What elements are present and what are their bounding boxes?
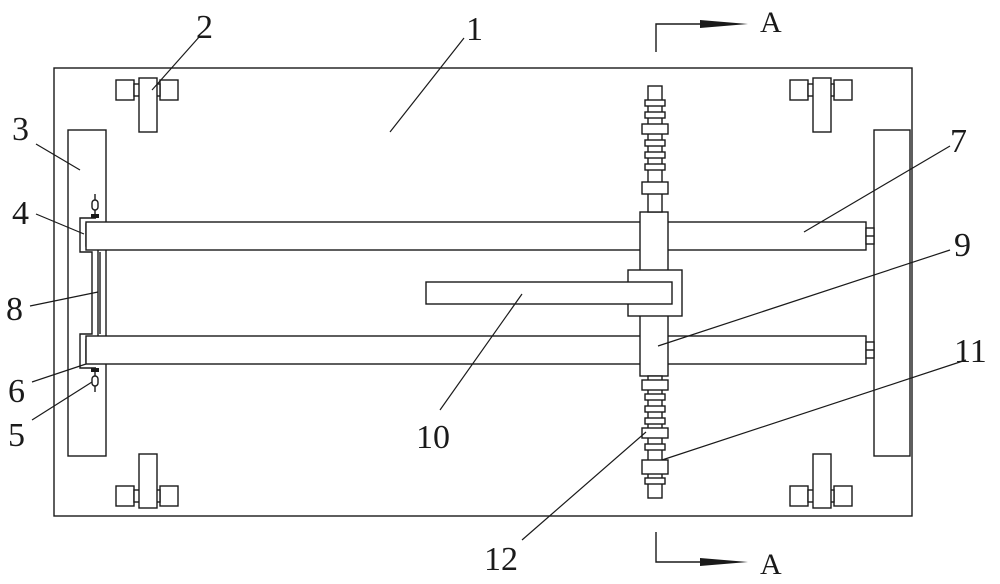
label-5: 5 <box>8 417 25 454</box>
arm <box>425 281 673 305</box>
screw-rod-top <box>641 85 669 213</box>
rail-end-caps <box>865 227 875 359</box>
label-9: 9 <box>954 227 971 264</box>
wheel-top-right <box>789 77 853 133</box>
section-label-top: A <box>760 6 782 39</box>
label-4: 4 <box>12 195 29 232</box>
label-2: 2 <box>196 9 213 46</box>
section-marker-top: A <box>655 6 782 52</box>
pin-bottom <box>91 368 99 392</box>
wheel-top-left <box>115 77 179 133</box>
label-12: 12 <box>484 541 518 578</box>
section-marker-bottom: A <box>655 532 782 581</box>
label-10: 10 <box>416 419 450 456</box>
label-3: 3 <box>12 111 29 148</box>
label-8: 8 <box>6 291 23 328</box>
wheel-bottom-left <box>115 453 179 509</box>
label-11: 11 <box>954 333 987 370</box>
label-6: 6 <box>8 373 25 410</box>
pin-top <box>91 194 99 218</box>
screw-rod-bottom <box>641 375 669 499</box>
wheel-bottom-right <box>789 453 853 509</box>
upper-rail <box>85 221 867 251</box>
leader-lines <box>29 35 967 541</box>
right-support-bar <box>873 129 911 457</box>
section-label-bottom: A <box>760 548 782 581</box>
label-1: 1 <box>466 11 483 48</box>
label-7: 7 <box>950 123 967 160</box>
